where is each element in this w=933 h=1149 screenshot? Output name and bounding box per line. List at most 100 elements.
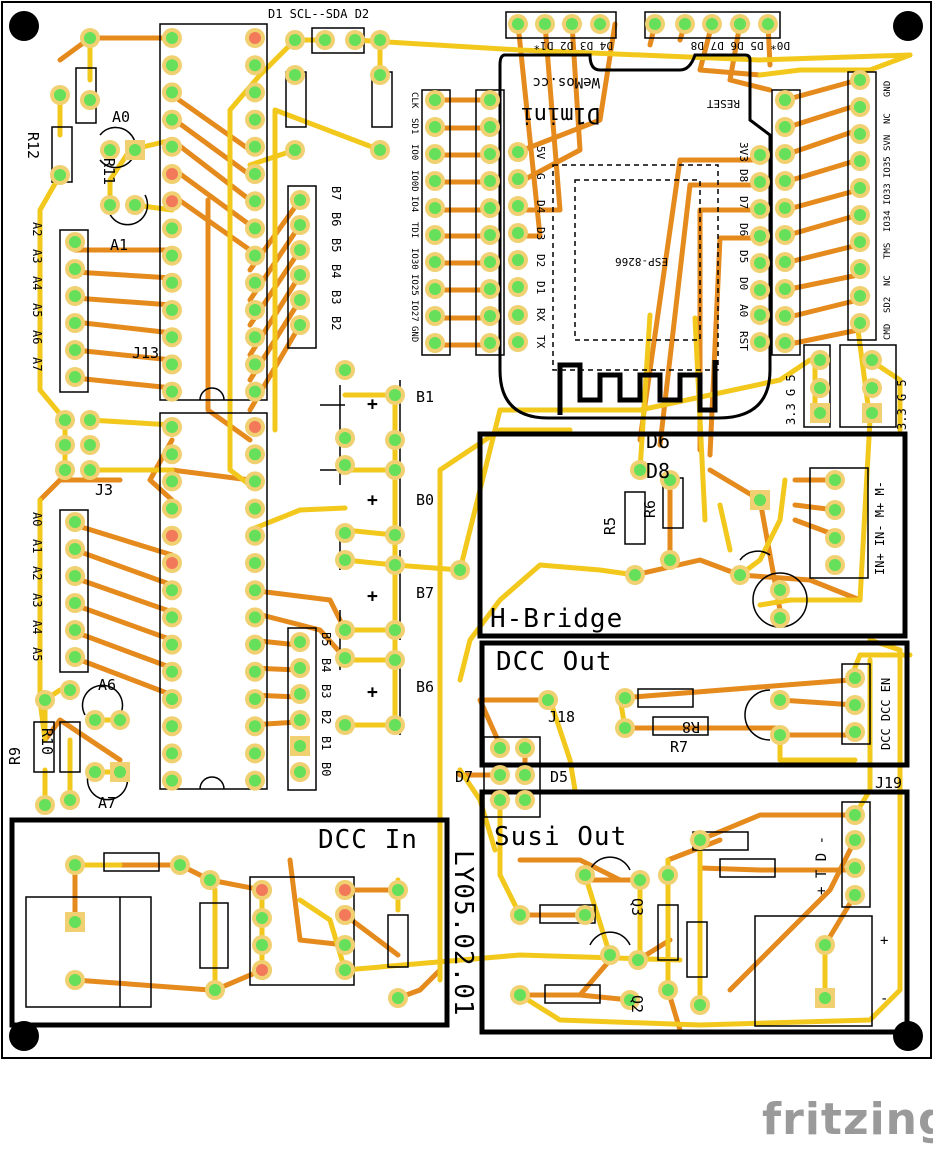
mounting-hole xyxy=(893,11,923,41)
esp32-pin-label: IO33 xyxy=(883,183,893,205)
pad-hole xyxy=(339,652,351,664)
wemos-chip-label: ESP-8266 xyxy=(615,255,668,268)
b-pin-label: B3 xyxy=(319,684,333,698)
pad-hole xyxy=(694,834,706,846)
pad-hole xyxy=(754,230,766,242)
pad-hole xyxy=(39,694,51,706)
susi-plus-label: + xyxy=(880,933,888,949)
header-top-left-labels: D4 D3 D2 D1* xyxy=(534,39,613,52)
esp32-pin-label: IO34 xyxy=(883,210,893,232)
pad-hole xyxy=(294,194,306,206)
pad-hole xyxy=(854,209,866,221)
mounting-hole xyxy=(893,1021,923,1051)
pad-hole xyxy=(294,319,306,331)
pad-hole xyxy=(392,992,404,1004)
pad-hole xyxy=(819,992,831,1004)
pad-hole xyxy=(166,113,178,126)
esp32-pin-label: IO27 xyxy=(409,300,419,322)
pad-hole xyxy=(339,964,351,976)
pad-hole xyxy=(634,874,646,886)
pad-hole xyxy=(664,474,676,486)
ref-j3: J3 xyxy=(95,481,113,499)
pad-hole xyxy=(249,475,261,488)
pad-hole xyxy=(629,569,641,581)
a-pin-label: A7 xyxy=(30,357,44,371)
pad-hole xyxy=(249,557,261,569)
pad-hole xyxy=(519,742,531,754)
pad-hole xyxy=(294,714,306,726)
pad-hole xyxy=(679,18,691,30)
pad-hole xyxy=(249,113,261,126)
pad-hole xyxy=(249,421,261,433)
b-pin-label: B5 xyxy=(329,238,343,252)
pad-hole xyxy=(249,693,261,705)
ref-r5: R5 xyxy=(601,517,619,535)
b-pin-label: B2 xyxy=(319,710,333,724)
pad-hole xyxy=(39,799,51,811)
pad-hole xyxy=(166,638,178,651)
susi-out-block xyxy=(479,789,910,1035)
wemos-pin-label: D3 xyxy=(534,227,547,240)
board-version-label: LY05.02.01 xyxy=(448,850,478,1017)
pad-hole xyxy=(249,59,261,72)
a-pin-label: A5 xyxy=(30,303,44,317)
wemos-pin-label: RX xyxy=(534,308,547,322)
pad-hole xyxy=(512,281,524,293)
pad-hole xyxy=(209,984,221,996)
pad-hole xyxy=(514,989,526,1001)
hbridge-title: H-Bridge xyxy=(490,604,623,634)
pad-hole xyxy=(484,148,496,160)
hbridge-block xyxy=(477,431,908,639)
pad-hole xyxy=(829,532,841,544)
ref-r12: R12 xyxy=(24,132,42,159)
pad-hole xyxy=(166,331,178,344)
pad-hole xyxy=(632,954,644,966)
pad-hole xyxy=(484,310,496,322)
pad-hole xyxy=(84,94,96,106)
pad-hole xyxy=(754,257,766,269)
pad-hole xyxy=(484,121,496,133)
pad-hole xyxy=(389,624,401,636)
ref-r10: R10 xyxy=(38,728,56,755)
pad-hole xyxy=(594,18,606,30)
esp32-pin-label: IO0 xyxy=(409,144,419,160)
esp32-pin-label: SD1 xyxy=(409,118,419,134)
pad-hole xyxy=(69,371,81,383)
ref-j13: J13 xyxy=(132,344,159,362)
ref-d7: D7 xyxy=(455,768,473,786)
pad-hole xyxy=(166,720,178,733)
pad-hole xyxy=(249,747,261,760)
silkscreen-text: H-Bridge DCC Out DCC In Susi Out LY05.02… xyxy=(6,7,909,1017)
pad-hole xyxy=(249,385,261,398)
pad-hole xyxy=(754,336,766,348)
pad-hole xyxy=(429,175,441,187)
wemos-pin-label: D7 xyxy=(737,196,750,209)
pad-hole xyxy=(59,464,71,476)
pad-hole xyxy=(84,32,96,44)
pad-hole xyxy=(754,176,766,188)
pad-hole xyxy=(69,290,81,302)
ref-r7: R7 xyxy=(670,738,688,756)
pad-hole xyxy=(69,624,81,636)
pad-hole xyxy=(774,729,786,741)
pad-hole xyxy=(814,354,826,366)
pad-hole xyxy=(64,794,76,806)
pad-hole xyxy=(754,203,766,215)
pad-hole xyxy=(624,994,636,1006)
pad-hole xyxy=(166,611,178,624)
pad-hole xyxy=(339,364,351,376)
pad-hole xyxy=(389,389,401,401)
pad-hole xyxy=(294,766,306,778)
pad-hole xyxy=(84,439,96,451)
ref-d8: D8 xyxy=(646,459,670,483)
pad-hole xyxy=(104,199,116,211)
esp32-pin-label: IO25 xyxy=(409,274,419,296)
pad-hole xyxy=(84,464,96,476)
pad-hole xyxy=(662,984,674,996)
pad-hole xyxy=(849,726,861,738)
pad-hole xyxy=(69,344,81,356)
pad-hole xyxy=(339,432,351,444)
ref-q3: Q3 xyxy=(628,898,646,916)
pad-hole xyxy=(512,200,524,212)
pad-hole xyxy=(484,337,496,349)
